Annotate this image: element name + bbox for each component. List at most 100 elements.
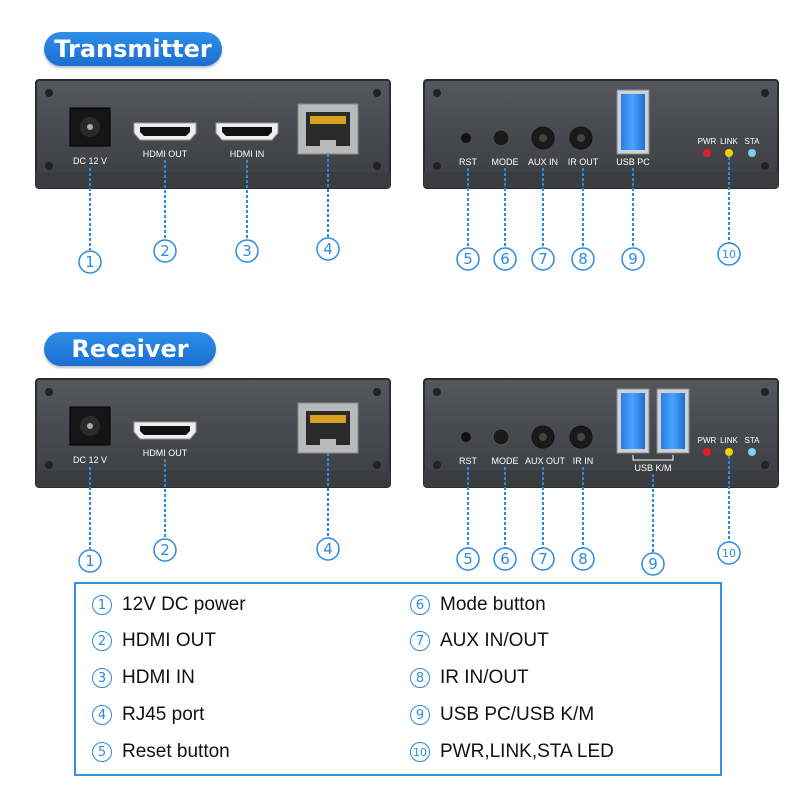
mode-button-icon (492, 428, 510, 446)
mode-button-icon (492, 129, 510, 147)
ir-label: IR OUT (568, 157, 599, 167)
rx-sta-label: STA (745, 436, 761, 445)
callout-3-circle (235, 239, 259, 263)
legend-number: 7 (410, 631, 430, 651)
legend-item-5: 5 Reset button (92, 737, 230, 767)
rx-callout-4: 4 (323, 540, 333, 558)
rj45-port-icon (297, 103, 359, 155)
legend-number: 3 (92, 668, 112, 688)
rx-dc-label: DC 12 V (73, 455, 107, 465)
callout-2: 2 (160, 242, 170, 260)
legend-item-10: 10 PWR,LINK,STA LED (410, 737, 614, 767)
legend-text: HDMI OUT (122, 630, 216, 651)
legend-item-4: 4 RJ45 port (92, 700, 204, 730)
sta-label: STA (745, 137, 761, 146)
callout-10: 10 (722, 248, 736, 261)
usb-port-2-icon (656, 388, 690, 454)
usb-port-1-icon (616, 388, 650, 454)
screw-icon (433, 388, 441, 396)
screw-icon (373, 461, 381, 469)
callout-6: 6 (500, 250, 510, 268)
dc-jack-icon (69, 406, 111, 446)
rx-callout-2-circle (153, 538, 177, 562)
rx-callout-1: 1 (85, 552, 95, 570)
rx-callout-4-circle (316, 537, 340, 561)
callout-4: 4 (323, 240, 333, 258)
rx-callout-5-circle (456, 547, 480, 571)
callout-8: 8 (578, 250, 588, 268)
link-led-icon (725, 448, 733, 456)
legend-item-1: 1 12V DC power (92, 590, 246, 620)
callout-1: 1 (85, 253, 95, 271)
rx-callout-1-circle (78, 549, 102, 573)
receiver-title-text: Receiver (71, 335, 189, 363)
callout-10-circle (717, 242, 741, 266)
legend-text: Reset button (122, 741, 230, 762)
callout-9: 9 (628, 250, 638, 268)
transmitter-title-text: Transmitter (54, 35, 212, 63)
legend-text: 12V DC power (122, 594, 246, 615)
hdmi-in-port-icon (215, 122, 279, 141)
receiver-title: Receiver (44, 332, 216, 366)
reset-hole-icon (461, 432, 471, 442)
screw-icon (761, 89, 769, 97)
rx-callout-2: 2 (160, 541, 170, 559)
rx-callout-7-circle (531, 547, 555, 571)
aux-label: AUX IN (528, 157, 558, 167)
screw-icon (433, 89, 441, 97)
rx-callout-5: 5 (463, 550, 473, 568)
legend-number: 8 (410, 668, 430, 688)
rx-callout-10-circle (717, 541, 741, 565)
pwr-led-icon (703, 448, 711, 456)
legend-number: 4 (92, 705, 112, 725)
legend-text: HDMI IN (122, 667, 195, 688)
legend-number: 1 (92, 595, 112, 615)
rx-hdmi-out-label: HDMI OUT (143, 448, 188, 458)
link-led-icon (725, 149, 733, 157)
callout-5-circle (456, 247, 480, 271)
pwr-led-icon (703, 149, 711, 157)
receiver-leader-lines (89, 453, 730, 553)
rj45-port-icon (297, 402, 359, 454)
hdmi-out-port-icon (133, 421, 197, 440)
hdmi-in-label: HDMI IN (230, 149, 265, 159)
rx-callout-9: 9 (648, 555, 658, 573)
legend-item-2: 2 HDMI OUT (92, 626, 216, 656)
rst-label: RST (459, 157, 478, 167)
rx-callout-6: 6 (500, 550, 510, 568)
legend-text: USB PC/USB K/M (440, 704, 595, 725)
legend-text: IR IN/OUT (440, 667, 529, 688)
screw-icon (761, 162, 769, 170)
rx-callout-7: 7 (538, 550, 548, 568)
hdmi-out-label: HDMI OUT (143, 149, 188, 159)
rx-callout-10: 10 (722, 547, 736, 560)
rx-link-label: LINK (720, 436, 738, 445)
link-label: LINK (720, 137, 738, 146)
dc-jack-icon (69, 107, 111, 147)
callout-5: 5 (463, 250, 473, 268)
rx-ir-label: IR IN (573, 456, 594, 466)
legend-item-9: 9 USB PC/USB K/M (410, 700, 594, 730)
legend-text: Mode button (440, 594, 546, 615)
screw-icon (433, 461, 441, 469)
rx-callout-8: 8 (578, 550, 588, 568)
legend-text: AUX IN/OUT (440, 630, 549, 651)
screw-icon (373, 388, 381, 396)
pwr-label: PWR (698, 137, 717, 146)
screw-icon (45, 461, 53, 469)
legend-number: 5 (92, 742, 112, 762)
callout-9-circle (621, 247, 645, 271)
reset-hole-icon (461, 133, 471, 143)
rx-pwr-label: PWR (698, 436, 717, 445)
screw-icon (433, 162, 441, 170)
transmitter-leader-lines (89, 154, 730, 250)
legend-box: 1 12V DC power 2 HDMI OUT 3 HDMI IN 4 RJ… (74, 582, 722, 776)
rx-rst-label: RST (459, 456, 478, 466)
legend-number: 2 (92, 631, 112, 651)
callout-1-circle (78, 250, 102, 274)
callout-8-circle (571, 247, 595, 271)
callout-2-circle (153, 239, 177, 263)
legend-item-7: 7 AUX IN/OUT (410, 626, 549, 656)
screw-icon (45, 388, 53, 396)
